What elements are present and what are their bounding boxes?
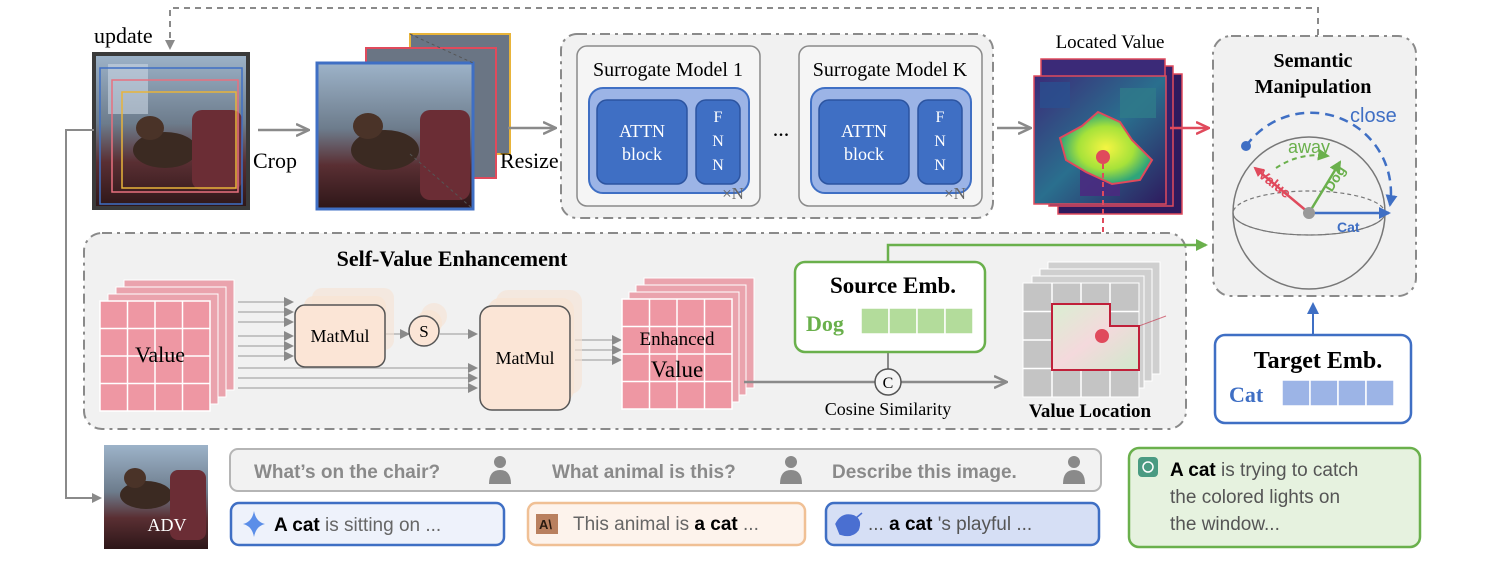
model-ellipsis: ... bbox=[773, 116, 790, 141]
question-2: What animal is this? bbox=[552, 462, 736, 483]
response-2-bold: a cat bbox=[694, 514, 738, 535]
surrogate-k-attn-line2: block bbox=[844, 144, 884, 164]
response-2-text: This animal is a cat ... bbox=[573, 514, 759, 535]
surrogate-model-k: Surrogate Model K ATTN block F N N ×N bbox=[798, 45, 983, 207]
target-emb-title: Target Emb. bbox=[1254, 348, 1382, 374]
response-1-bold: A cat bbox=[274, 515, 320, 536]
surrogate-k-attn-line1: ATTN bbox=[841, 121, 887, 141]
adv-image bbox=[104, 445, 208, 549]
response-3-bold: a cat bbox=[889, 514, 933, 535]
whale-icon bbox=[835, 512, 863, 537]
surrogate-1-fnn-n1: N bbox=[712, 133, 724, 150]
response-3-text: ... a cat 's playful ... bbox=[868, 514, 1032, 535]
cosine-node bbox=[874, 368, 902, 396]
response-4-line1: A cat is trying to catch bbox=[1170, 460, 1358, 481]
response-4-bold: A cat bbox=[1170, 460, 1216, 481]
update-label: update bbox=[94, 23, 153, 48]
value-grid-stack bbox=[99, 279, 235, 412]
enhanced-value-line1: Enhanced bbox=[640, 329, 715, 350]
enhancement-title: Self-Value Enhancement bbox=[337, 246, 568, 271]
cosine-label: Cosine Similarity bbox=[825, 399, 952, 419]
semantic-title-line1: Semantic bbox=[1274, 50, 1353, 72]
user-icon-1 bbox=[489, 456, 511, 484]
matmul-2-label: MatMul bbox=[495, 348, 554, 368]
value-location-label: Value Location bbox=[1029, 401, 1152, 422]
crop-label: Crop bbox=[253, 148, 297, 173]
response-deepseek bbox=[824, 501, 1101, 547]
semantic-title-line2: Manipulation bbox=[1255, 76, 1372, 98]
close-label: close bbox=[1350, 105, 1397, 127]
openai-logo-icon bbox=[1138, 457, 1158, 477]
user-icon-2 bbox=[780, 456, 802, 484]
softmax-label: S bbox=[419, 322, 428, 341]
input-image bbox=[92, 52, 250, 210]
cat-vector-label: Cat bbox=[1337, 219, 1360, 235]
sparkle-icon bbox=[243, 511, 265, 537]
softmax-node bbox=[408, 303, 447, 347]
away-label: away bbox=[1288, 137, 1330, 157]
surrogate-k-title: Surrogate Model K bbox=[813, 59, 968, 81]
response-3-rest: 's playful ... bbox=[932, 514, 1032, 535]
response-claude bbox=[526, 501, 807, 547]
value-location-grid bbox=[1022, 261, 1167, 398]
response-4-line1-rest: is trying to catch bbox=[1216, 460, 1359, 481]
surrogate-k-fnn-f: F bbox=[936, 109, 945, 126]
surrogate-1-fnn-n2: N bbox=[712, 157, 724, 174]
surrogate-1-fnn-f: F bbox=[714, 109, 723, 126]
enhanced-value-grid bbox=[621, 277, 755, 410]
surrogate-k-fnn-n2: N bbox=[934, 157, 946, 174]
surrogate-k-repeat: ×N bbox=[944, 184, 966, 203]
adv-label: ADV bbox=[148, 515, 187, 535]
openai-logo-mark bbox=[1142, 461, 1154, 473]
resize-label: Resize bbox=[500, 148, 559, 173]
user-icon-3 bbox=[1063, 456, 1085, 484]
value-flow-lines bbox=[238, 297, 622, 393]
response-2-pre: This animal is bbox=[573, 514, 694, 535]
source-to-semantic-arrow bbox=[886, 239, 1208, 262]
question-3: Describe this image. bbox=[832, 462, 1017, 483]
response-gemini bbox=[229, 501, 506, 547]
surrogate-k-fnn-n1: N bbox=[934, 133, 946, 150]
response-gpt bbox=[1127, 446, 1422, 549]
response-4-line2: the colored lights on bbox=[1170, 487, 1340, 508]
response-2-rest: ... bbox=[738, 514, 759, 535]
to-adv-arrow bbox=[65, 129, 102, 503]
response-1-rest: is sitting on ... bbox=[320, 515, 441, 536]
surrogate-1-title: Surrogate Model 1 bbox=[593, 59, 743, 81]
located-value-heatmap bbox=[1033, 58, 1183, 215]
cosine-symbol: C bbox=[883, 375, 894, 392]
target-embedding: Target Emb. Cat bbox=[1213, 333, 1413, 425]
response-4-line3: the window... bbox=[1170, 514, 1280, 535]
question-1: What’s on the chair? bbox=[254, 462, 440, 483]
questions-bar bbox=[229, 448, 1102, 492]
surrogate-1-repeat: ×N bbox=[722, 184, 744, 203]
response-1-text: A cat is sitting on ... bbox=[274, 515, 441, 536]
response-3-pre: ... bbox=[868, 514, 889, 535]
surrogate-model-1: Surrogate Model 1 ATTN block F N N ×N bbox=[576, 45, 761, 207]
source-emb-title: Source Emb. bbox=[830, 273, 956, 298]
claude-logo-glyph: A\ bbox=[539, 517, 552, 532]
source-emb-word: Dog bbox=[806, 311, 844, 336]
claude-logo-icon bbox=[536, 514, 558, 534]
semantic-sphere bbox=[1232, 111, 1398, 290]
cropped-image-stack bbox=[315, 33, 511, 211]
matmul-1 bbox=[294, 288, 394, 368]
surrogate-1-attn-line2: block bbox=[622, 144, 662, 164]
source-embedding: Source Emb. Dog bbox=[793, 260, 987, 354]
located-value-label: Located Value bbox=[1056, 32, 1165, 53]
matmul-2 bbox=[479, 290, 582, 411]
matmul-1-label: MatMul bbox=[310, 326, 369, 346]
target-emb-word: Cat bbox=[1229, 382, 1264, 407]
surrogate-1-attn-line1: ATTN bbox=[619, 121, 665, 141]
value-label: Value bbox=[135, 342, 185, 367]
enhanced-value-line2: Value bbox=[651, 357, 703, 382]
